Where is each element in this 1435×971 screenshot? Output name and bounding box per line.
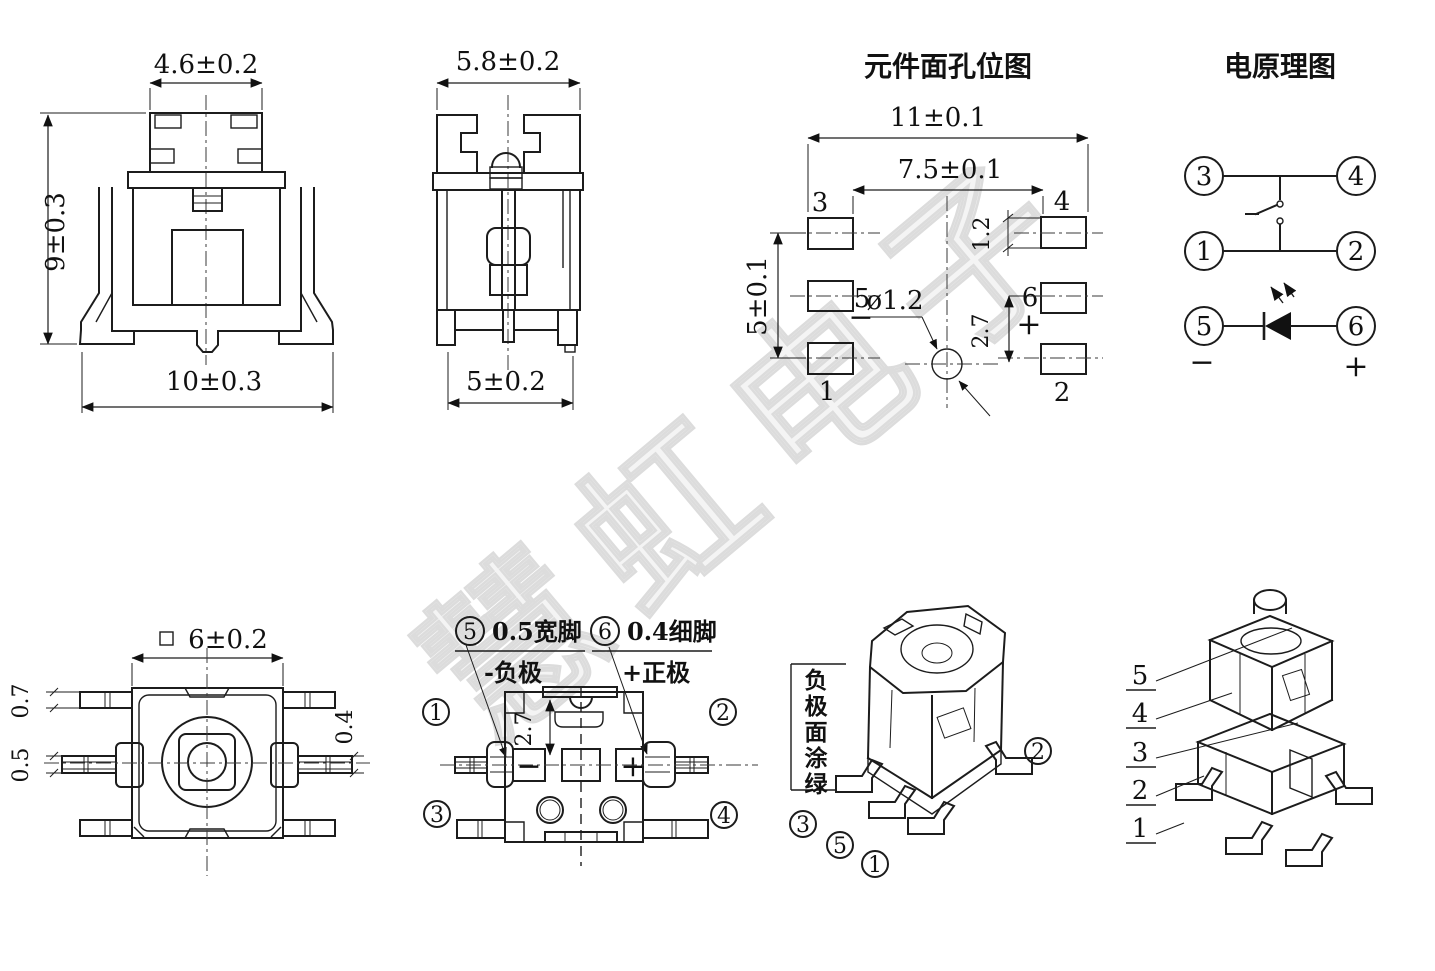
- pad-plus-mark: +: [620, 749, 645, 784]
- part-label-4: 4: [1132, 699, 1149, 729]
- dim-inner: 7.5±0.1: [898, 155, 1002, 185]
- pad-4-label: 4: [1054, 187, 1071, 217]
- pad-5-label: 5: [854, 284, 871, 314]
- part-label-5: 5: [1132, 661, 1149, 691]
- dim-bottom-width: 10±0.3: [166, 367, 262, 397]
- iso1-pin-3-circle: [789, 810, 817, 838]
- led-symbol: [1265, 312, 1291, 340]
- pin-4-label: 4: [717, 804, 731, 829]
- iso1-pin-2-label: 2: [1031, 740, 1045, 765]
- legend-6-sub: +正极: [622, 658, 690, 687]
- iso1-pin-3-label: 3: [796, 813, 810, 838]
- schematic-plus: +: [1343, 349, 1368, 384]
- schematic-pin-4-label: 4: [1348, 162, 1365, 192]
- dim-leg-top: 0.7: [9, 684, 34, 719]
- schematic-title: 电原理图: [1224, 50, 1336, 83]
- schematic-pin-1-label: 1: [1196, 237, 1213, 267]
- dim-body-size: 6±0.2: [188, 625, 268, 655]
- schematic-pin-4: [1336, 156, 1376, 196]
- top-view: 6±0.2 0.7 0.5 0.4: [9, 625, 370, 876]
- schematic-pin-2-label: 2: [1348, 237, 1365, 267]
- part-label-1: 1: [1132, 814, 1149, 844]
- front-view: 4.6±0.2 9±0.3 10±0.3: [40, 50, 334, 413]
- pad-minus-mark: −: [516, 749, 541, 784]
- part-label-2: 2: [1132, 776, 1149, 806]
- dim-height: 9±0.3: [41, 192, 71, 272]
- schematic-pin-6-label: 6: [1348, 312, 1365, 342]
- schematic-pin-5: [1184, 306, 1224, 346]
- legend-5-num: 5: [463, 620, 477, 645]
- pad-3-label: 3: [812, 188, 829, 218]
- schematic-pin-1: [1184, 231, 1224, 271]
- switch-contact-bar: [1254, 203, 1279, 216]
- schematic-pin-3: [1184, 156, 1224, 196]
- green-face-note: 负极面涂绿: [800, 668, 827, 798]
- iso1-pin-2-circle: [1024, 737, 1052, 765]
- square-symbol: [159, 631, 174, 646]
- iso-view-exploded: 5 4 3 2 1: [1126, 589, 1373, 867]
- dim-top-width: 5.8±0.2: [456, 47, 560, 77]
- pad-1-label: 1: [819, 377, 836, 407]
- schematic-minus: −: [1189, 345, 1214, 380]
- pad-6: [1040, 282, 1087, 314]
- legend-5-sub: -负极: [484, 658, 542, 687]
- dim-top-width: 4.6±0.2: [154, 50, 258, 80]
- pin-3-circle: [423, 800, 451, 828]
- iso-view-assembled: 2 3 5 1: [789, 604, 1052, 878]
- legend-5-circle: [455, 616, 485, 646]
- pad-5-sign: −: [848, 300, 873, 335]
- schematic-pin-5-label: 5: [1196, 312, 1213, 342]
- iso1-pin-1-label: 1: [868, 853, 882, 878]
- dim-bottom-width: 5±0.2: [466, 367, 546, 397]
- circuit-schematic: 电原理图 3 4 1 2 5 6 − +: [1184, 50, 1376, 384]
- pin-4-circle: [710, 801, 738, 829]
- side-view: 5.8±0.2 5±0.2: [432, 47, 584, 410]
- dim-leg-mid: 0.5: [9, 748, 34, 783]
- hole-callout: ø1.2: [866, 286, 923, 316]
- iso1-pin-5-label: 5: [833, 834, 847, 859]
- iso1-pin-1-circle: [861, 850, 889, 878]
- mounting-hole: [931, 348, 963, 380]
- legend-5-text: 0.5宽脚: [492, 617, 582, 646]
- schematic-pin-2: [1336, 231, 1376, 271]
- legend-6-num: 6: [598, 620, 612, 645]
- pin-3-label: 3: [430, 803, 444, 828]
- dim-pad-height: 1.2: [970, 217, 995, 252]
- pad-2-label: 2: [1054, 378, 1071, 408]
- hole-position-map: 元件面孔位图 11±0.1 7.5±0.1 3 4 1 2 5 − 6 + ø1…: [743, 50, 1103, 417]
- dim-vertical: 5±0.1: [743, 256, 773, 336]
- schematic-pin-6: [1336, 306, 1376, 346]
- pin-1-label: 1: [429, 701, 443, 726]
- schematic-pin-3-label: 3: [1196, 162, 1213, 192]
- dim-leg-right: 0.4: [333, 710, 358, 745]
- dim-row-pitch: 2.7: [512, 712, 537, 747]
- part-label-3: 3: [1132, 738, 1149, 768]
- pad-6-sign: +: [1016, 307, 1041, 342]
- pin-2-circle: [709, 698, 737, 726]
- pin-2-label: 2: [716, 701, 730, 726]
- pad-2: [1040, 343, 1087, 375]
- bottom-view: 5 0.5宽脚 -负极 6 0.4细脚 +正极 − +: [422, 616, 758, 866]
- legend-6-text: 0.4细脚: [627, 617, 717, 646]
- dim-row-pitch: 2.7: [969, 314, 994, 349]
- hole-map-title: 元件面孔位图: [864, 50, 1032, 83]
- dim-overall: 11±0.1: [890, 103, 986, 133]
- pin-1-circle: [422, 698, 450, 726]
- legend-6-circle: [590, 616, 620, 646]
- iso1-pin-5-circle: [826, 831, 854, 859]
- pad-6-label: 6: [1022, 283, 1039, 313]
